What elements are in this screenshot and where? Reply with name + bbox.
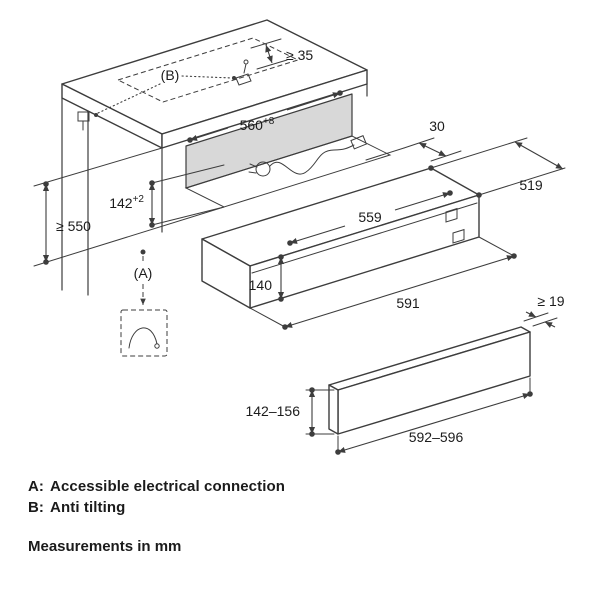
dim-appliance-width-label: 559	[358, 209, 382, 225]
drawer-front-panel	[328, 326, 531, 435]
legend-item-b: B: Anti tilting	[28, 499, 285, 516]
anti-tilt-bracket-left-icon	[77, 111, 90, 131]
dim-panel-height-label: 142–156	[245, 403, 300, 419]
dim-appliance-depth-label: 519	[519, 177, 543, 193]
dimension-niche-width: 560+8	[187, 90, 343, 143]
dim-front-width-label: 591	[396, 295, 420, 311]
dim-panel-width-label: 592–596	[409, 429, 464, 445]
dimension-appliance-depth: 519	[428, 137, 566, 198]
electrical-connection-icon	[128, 327, 160, 349]
callout-a-label: (A)	[134, 265, 153, 281]
dim-appliance-height-label: 140	[249, 277, 273, 293]
electrical-connection-zone	[120, 309, 168, 357]
panel-front-face	[337, 331, 531, 435]
dim-worktop-thickness-label: ≥ 35	[286, 47, 313, 63]
dimension-worktop-thickness: ≥ 35	[250, 38, 313, 70]
legend-label-b: Anti tilting	[50, 499, 126, 516]
appliance	[201, 167, 480, 309]
dimension-niche-depth: ≥ 550	[33, 147, 225, 267]
dim-niche-width-label: 560+8	[240, 116, 275, 133]
worktop	[61, 19, 368, 149]
legend-key-b: B:	[28, 499, 45, 516]
dimension-niche-height: 142+2	[109, 164, 225, 228]
legend-key-a: A:	[28, 478, 45, 495]
mains-connector-icon	[350, 135, 368, 150]
dimension-appliance-width: 559	[287, 190, 453, 246]
dimension-panel-width: 592–596	[335, 377, 533, 455]
appliance-latch	[445, 207, 458, 223]
cabinet	[61, 83, 368, 296]
dimension-rear-gap: 30	[365, 118, 462, 162]
dimension-panel-thickness: ≥ 19	[523, 293, 565, 328]
cable	[269, 144, 355, 175]
installation-diagram: ≥ 35 560+8 30 519 142+2 ≥ 550	[33, 19, 566, 455]
legend-label-a: Accessible electrical connection	[50, 478, 285, 495]
plug-icon	[255, 161, 271, 177]
panel-left-face	[328, 384, 339, 435]
anti-tilt-bracket-icon	[235, 59, 252, 86]
callout-b-label: (B)	[161, 67, 180, 83]
power-cord	[248, 135, 368, 177]
dim-niche-depth-label: ≥ 550	[56, 218, 91, 234]
dim-niche-height-label: 142+2	[109, 194, 144, 211]
dim-rear-gap-label: 30	[429, 118, 445, 134]
dimension-appliance-height: 140	[249, 254, 285, 302]
legend: A: Accessible electrical connection B: A…	[28, 478, 285, 520]
plug-pin	[248, 171, 257, 174]
niche-floor	[184, 135, 392, 208]
dim-panel-thickness-label: ≥ 19	[537, 293, 564, 309]
appliance-latch	[452, 228, 465, 244]
dimension-front-width: 591	[249, 236, 517, 330]
callout-b: (B)	[94, 59, 252, 117]
legend-item-a: A: Accessible electrical connection	[28, 478, 285, 495]
callout-a: (A)	[120, 249, 168, 357]
dimension-panel-height: 142–156	[245, 387, 335, 437]
plug-pin	[249, 163, 258, 168]
measurements-note: Measurements in mm	[28, 538, 182, 555]
